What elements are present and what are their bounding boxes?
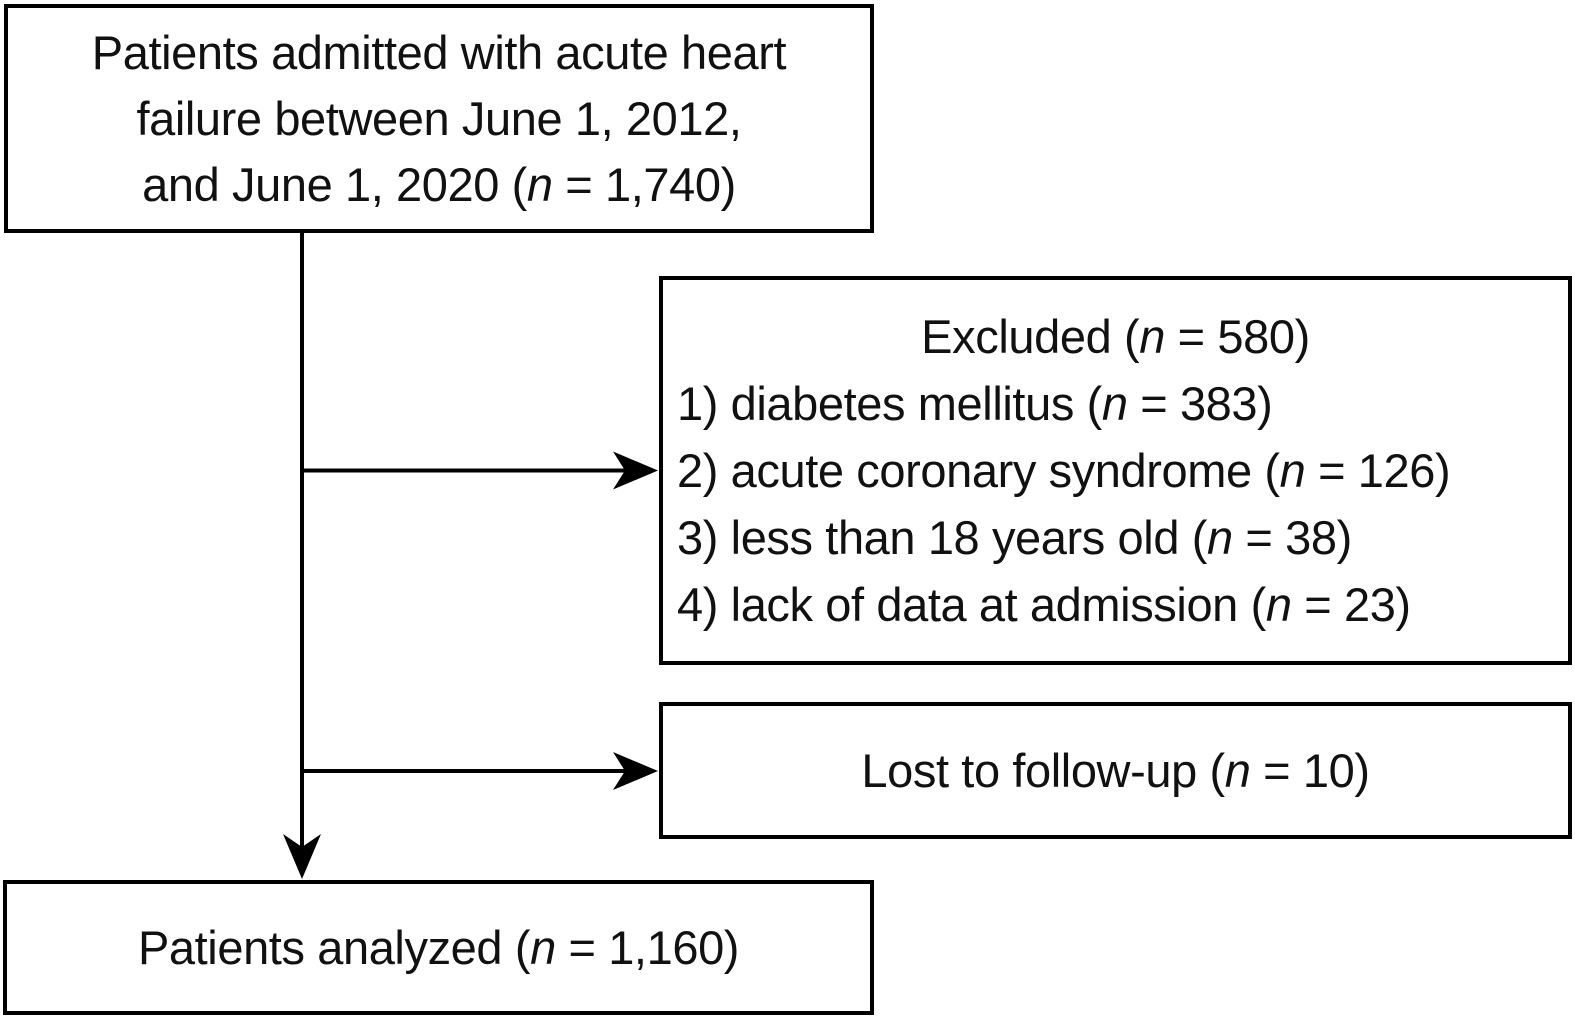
box-lost-to-follow-up: Lost to follow-up (n = 10) xyxy=(659,702,1572,839)
n-variable: n xyxy=(530,920,556,974)
n-variable: n xyxy=(1139,310,1165,363)
admitted-line-2: failure between June 1, 2012, xyxy=(136,91,742,145)
excluded-item-1: 1) diabetes mellitus (n = 383) xyxy=(677,377,1273,430)
arrowhead-down-icon xyxy=(283,834,321,879)
box-admitted-patients: Patients admitted with acute heart failu… xyxy=(4,4,874,233)
excluded-item-2: 2) acute coronary syndrome (n = 126) xyxy=(677,444,1451,497)
n-variable: n xyxy=(1224,743,1251,797)
analyzed-line: Patients analyzed (n = 1,160) xyxy=(137,920,740,974)
excluded-item-4: 4) lack of data at admission (n = 23) xyxy=(677,578,1411,631)
n-variable: n xyxy=(526,157,553,211)
arrowhead-right-lost-icon xyxy=(613,752,658,790)
n-variable: n xyxy=(1206,511,1233,564)
excluded-item-3: 3) less than 18 years old (n = 38) xyxy=(677,511,1352,564)
n-variable: n xyxy=(1279,444,1306,497)
admitted-line-3: and June 1, 2020 (n = 1,740) xyxy=(142,157,736,211)
lost-line: Lost to follow-up (n = 10) xyxy=(861,743,1370,797)
excluded-title: Excluded (n = 580) xyxy=(921,310,1310,363)
n-variable: n xyxy=(1101,377,1128,430)
box-patients-analyzed: Patients analyzed (n = 1,160) xyxy=(3,880,874,1015)
admitted-line-1: Patients admitted with acute heart xyxy=(91,25,787,79)
arrowhead-right-excluded-icon xyxy=(613,451,658,490)
box-excluded: Excluded (n = 580) 1) diabetes mellitus … xyxy=(659,276,1572,665)
n-variable: n xyxy=(1265,578,1292,631)
